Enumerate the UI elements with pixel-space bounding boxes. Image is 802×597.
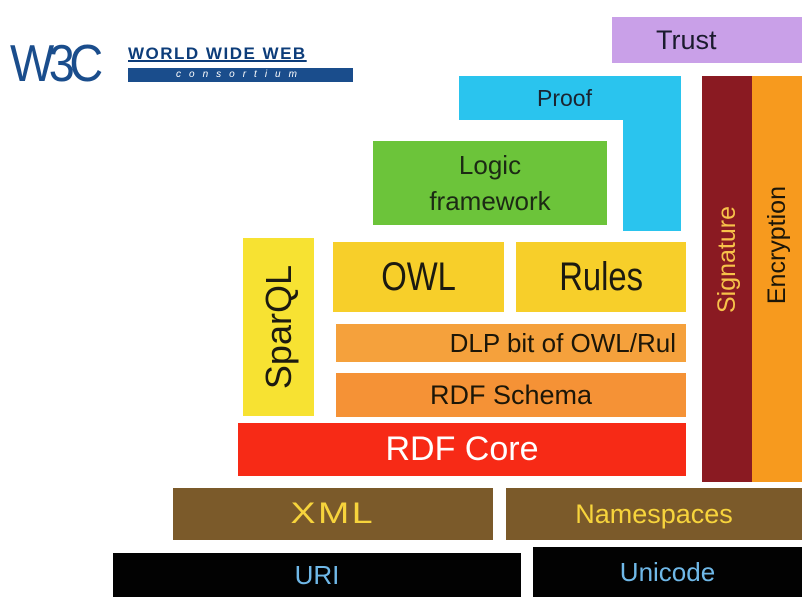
xml-label: XML <box>290 497 376 530</box>
owl-label: OWL <box>381 254 456 299</box>
uri-label: URI <box>294 559 340 590</box>
rdf-core-layer: RDF Core <box>238 423 686 476</box>
trust-layer: Trust <box>612 17 802 63</box>
w3c-logo-mark: W3C <box>10 35 103 93</box>
encryption-layer: Encryption <box>752 76 802 482</box>
proof-layer-stem <box>623 118 681 231</box>
dlp-layer: DLP bit of OWL/Rul <box>336 324 686 362</box>
xml-layer: XML <box>173 488 493 540</box>
rdf-core-label: RDF Core <box>385 430 539 468</box>
signature-label: Signature <box>712 206 741 314</box>
rdf-schema-label: RDF Schema <box>429 379 593 410</box>
dlp-label: DLP bit of OWL/Rul <box>449 327 676 358</box>
uri-layer: URI <box>113 553 521 597</box>
signature-layer: Signature <box>702 76 752 482</box>
namespaces-layer: Namespaces <box>506 488 802 540</box>
w3c-logo-line1: WORLD WIDE WEB <box>128 44 307 63</box>
w3c-logo: W3C WORLD WIDE WEB consortium <box>10 36 355 96</box>
trust-label: Trust <box>656 24 717 55</box>
encryption-label: Encryption <box>762 186 791 305</box>
proof-layer: Proof <box>459 76 681 120</box>
w3c-logo-line2: consortium <box>128 68 353 82</box>
sparql-label: SparQL <box>257 264 299 390</box>
proof-label: Proof <box>537 84 592 111</box>
logic-framework-label: Logic framework <box>429 150 551 216</box>
logic-framework-layer: Logic framework <box>373 141 607 225</box>
unicode-layer: Unicode <box>533 547 802 597</box>
rules-layer: Rules <box>516 242 686 312</box>
namespaces-label: Namespaces <box>575 498 733 529</box>
unicode-label: Unicode <box>619 556 716 587</box>
sparql-layer: SparQL <box>243 238 314 416</box>
rules-label: Rules <box>559 254 643 299</box>
owl-layer: OWL <box>333 242 504 312</box>
rdf-schema-layer: RDF Schema <box>336 373 686 417</box>
